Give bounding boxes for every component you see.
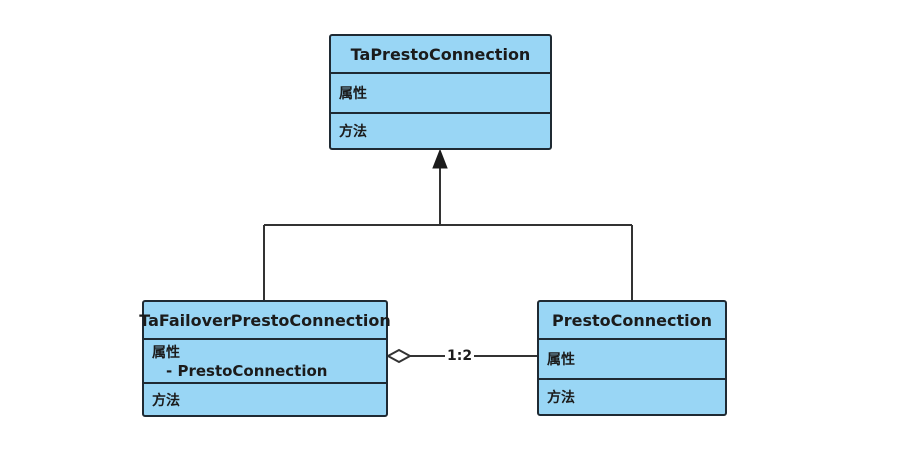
attributes-section: 属性 bbox=[539, 340, 725, 380]
class-ta-presto-connection[interactable]: TaPrestoConnection 属性 方法 bbox=[329, 34, 552, 150]
methods-section: 方法 bbox=[144, 384, 386, 415]
inheritance-connector bbox=[263, 168, 633, 302]
methods-label: 方法 bbox=[339, 124, 367, 140]
methods-label: 方法 bbox=[547, 390, 575, 406]
attribute-member: - PrestoConnection bbox=[166, 362, 328, 380]
attributes-section: 属性 - PrestoConnection bbox=[144, 340, 386, 384]
methods-section: 方法 bbox=[539, 380, 725, 414]
class-name: TaPrestoConnection bbox=[331, 36, 550, 74]
class-name: PrestoConnection bbox=[539, 302, 725, 340]
class-presto-connection[interactable]: PrestoConnection 属性 方法 bbox=[537, 300, 727, 416]
attributes-section: 属性 bbox=[331, 74, 550, 114]
attributes-label: 属性 bbox=[547, 352, 575, 368]
attributes-label: 属性 bbox=[152, 345, 180, 361]
attributes-label: 属性 bbox=[339, 86, 367, 102]
inheritance-arrowhead bbox=[432, 148, 448, 169]
methods-label: 方法 bbox=[152, 392, 180, 409]
class-ta-failover-presto-connection[interactable]: TaFailoverPrestoConnection 属性 - PrestoCo… bbox=[139, 300, 391, 417]
aggregation-multiplicity: 1:2 bbox=[445, 348, 475, 364]
class-name: TaFailoverPrestoConnection bbox=[139, 302, 391, 340]
aggregation-diamond bbox=[385, 348, 413, 364]
methods-section: 方法 bbox=[331, 114, 550, 148]
